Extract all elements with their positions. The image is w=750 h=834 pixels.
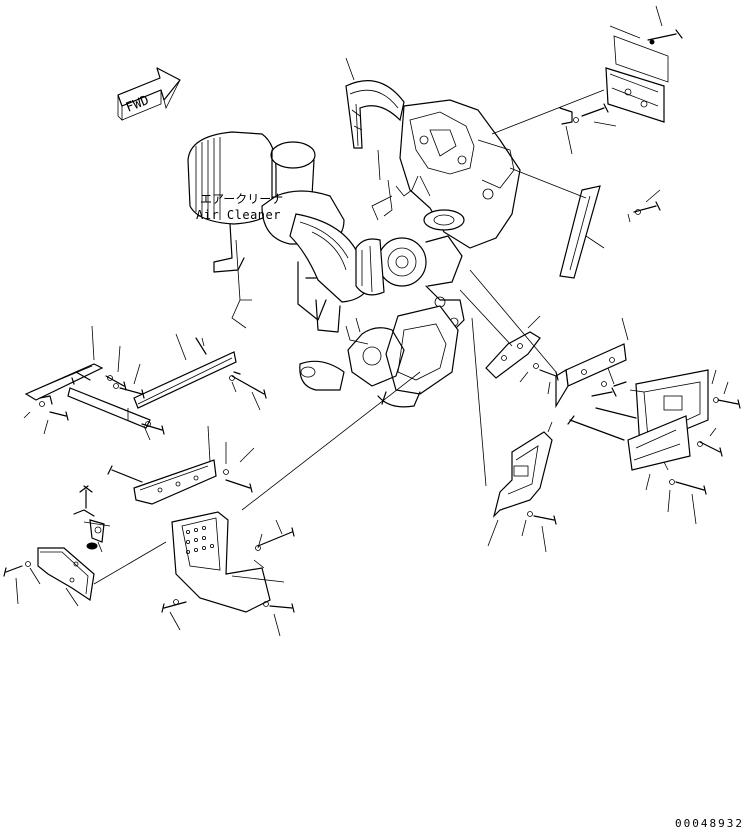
right-long-stay (559, 185, 661, 279)
upper-right-bracket-group (559, 5, 683, 155)
left-mid-bracket (107, 425, 255, 505)
engine-turbo-block (299, 99, 521, 408)
leader-lines (241, 89, 605, 511)
right-mounting-plates (555, 317, 741, 525)
center-lower-mount-plate (161, 511, 295, 637)
left-lower-bracket-group (3, 485, 167, 607)
intake-hose (289, 213, 373, 333)
catalog-number: 00048932 (675, 817, 744, 830)
heat-shield-cover (345, 57, 405, 149)
fwd-label: FWD (124, 93, 152, 116)
air-cleaner-label-en: Air Cleaner (196, 208, 281, 222)
left-upper-stays (23, 325, 267, 441)
air-cleaner-label-jp: エアークリーナ (200, 192, 283, 206)
right-lower-bracket (487, 421, 557, 553)
middle-right-bracket (485, 315, 559, 395)
forward-direction-arrow: FWD (117, 67, 181, 121)
